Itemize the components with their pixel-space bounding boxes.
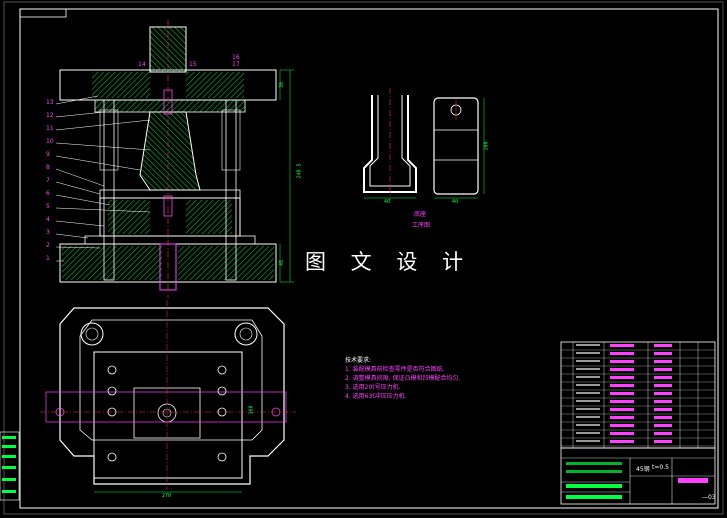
- top-number-label: 16: [232, 54, 240, 61]
- die-plan-view: [40, 300, 296, 493]
- part-number-label: 10: [46, 138, 54, 145]
- top-number-label: 14: [138, 61, 146, 68]
- title-thickness: t=0.5: [652, 464, 669, 471]
- dim-overall-height: 240.5: [296, 163, 303, 179]
- title-material: 45钢: [636, 466, 650, 473]
- part-number-label: 2: [46, 242, 50, 249]
- dim-part-width: 40: [384, 199, 391, 205]
- title-block: [560, 447, 716, 505]
- part-number-label: 3: [46, 229, 50, 236]
- part-number-label: 7: [46, 177, 50, 184]
- note-item: 3. 选用20t号压力机.: [345, 384, 401, 391]
- part-number-label: 4: [46, 216, 50, 223]
- part-caption-subtitle: 工序图: [412, 222, 431, 229]
- part-front-view: [363, 88, 417, 200]
- technical-notes: 技术要求: 1. 装配模具前检查零件是否符合图纸. 2. 调整模具间隙, 保证凸…: [345, 356, 460, 401]
- top-number-label: 17: [232, 61, 240, 68]
- left-margin-strip: [0, 431, 20, 501]
- note-item: 1. 装配模具前检查零件是否符合图纸.: [345, 366, 445, 373]
- dim-part-depth: 40: [452, 199, 459, 205]
- dim-top-plate: 30: [279, 81, 286, 89]
- dim-base-width: 270: [162, 493, 172, 499]
- part-number-label: 13: [46, 99, 54, 106]
- dim-bottom-plate: 45: [279, 259, 286, 267]
- part-caption-title: 底座: [414, 211, 427, 218]
- plan-screw-holes: [107, 365, 227, 462]
- outer-border: [3, 1, 724, 515]
- part-number-label: 1: [46, 255, 50, 262]
- die-front-section: [59, 20, 277, 298]
- part-number-label: 5: [46, 203, 50, 210]
- part-number-label: 8: [46, 164, 50, 171]
- drawing-border: [19, 8, 719, 509]
- parts-list-table: [560, 341, 716, 449]
- dim-part-height: 100: [483, 141, 490, 151]
- part-number-label: 9: [46, 151, 50, 158]
- corner-label-box: [19, 8, 67, 18]
- watermark-text: 图 文 设 计: [305, 250, 473, 274]
- front-dimensions: [279, 69, 294, 283]
- note-item: 2. 调整模具间隙, 保证凸模和凹模配合均匀.: [345, 375, 461, 382]
- dim-base-depth: 160: [248, 405, 255, 415]
- title-drawing-number: —03: [702, 494, 716, 501]
- part-leaders: [55, 95, 151, 262]
- part-number-label: 6: [46, 190, 50, 197]
- part-number-label: 11: [46, 125, 54, 132]
- note-item: 4. 选用63t冲压压力机.: [345, 393, 407, 400]
- part-number-label: 12: [46, 112, 54, 119]
- top-number-label: 15: [189, 61, 197, 68]
- part-side-view: [433, 97, 485, 199]
- notes-title: 技术要求:: [345, 357, 372, 364]
